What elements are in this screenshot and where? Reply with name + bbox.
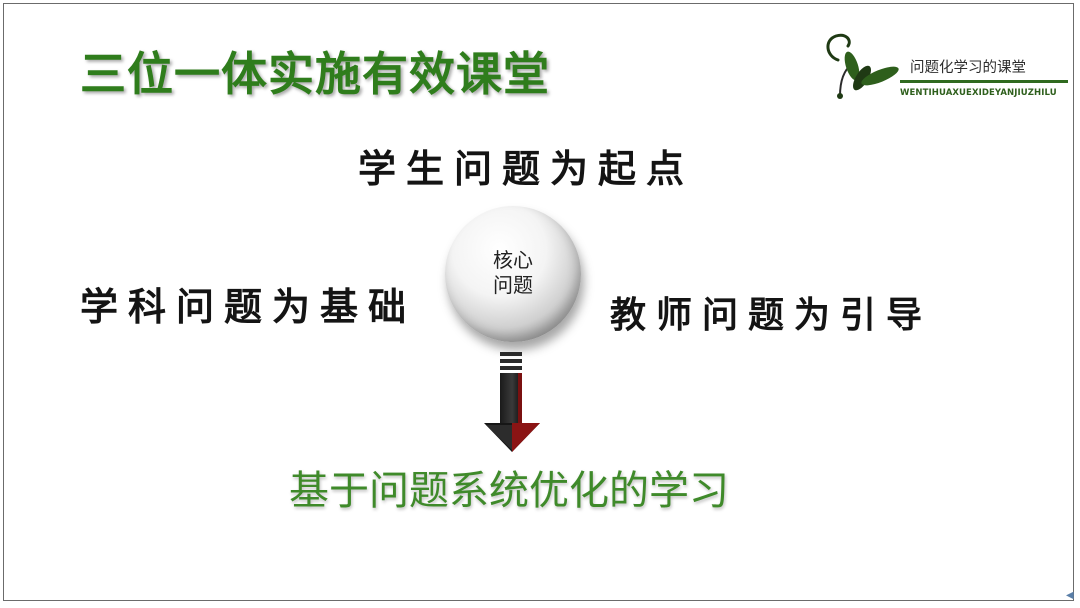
core-label-line1: 核心 bbox=[493, 248, 533, 272]
phrase-student-question: 学生问题为起点 bbox=[358, 146, 695, 191]
logo-chinese-text: 问题化学习的课堂 bbox=[910, 60, 1026, 76]
core-label: 核心 问题 bbox=[445, 248, 581, 298]
phrase-subject-question: 学科问题为基础 bbox=[80, 284, 417, 329]
core-label-line2: 问题 bbox=[493, 273, 533, 297]
logo-divider bbox=[900, 80, 1068, 83]
slide-nav-icon[interactable]: ◀ bbox=[1066, 590, 1074, 601]
conclusion-text: 基于问题系统优化的学习 bbox=[289, 468, 729, 514]
leaf-swirl-logo-icon bbox=[826, 33, 899, 99]
slide-title: 三位一体实施有效课堂 bbox=[80, 47, 550, 101]
down-arrow-icon bbox=[484, 352, 540, 452]
phrase-teacher-question: 教师问题为引导 bbox=[610, 294, 933, 336]
logo: 问题化学习的课堂 WENTIHUAXUEXIDEYANJIUZHILU bbox=[822, 30, 1072, 110]
logo-pinyin-text: WENTIHUAXUEXIDEYANJIUZHILU bbox=[900, 88, 1057, 98]
core-question-sphere: 核心 问题 bbox=[445, 206, 581, 342]
